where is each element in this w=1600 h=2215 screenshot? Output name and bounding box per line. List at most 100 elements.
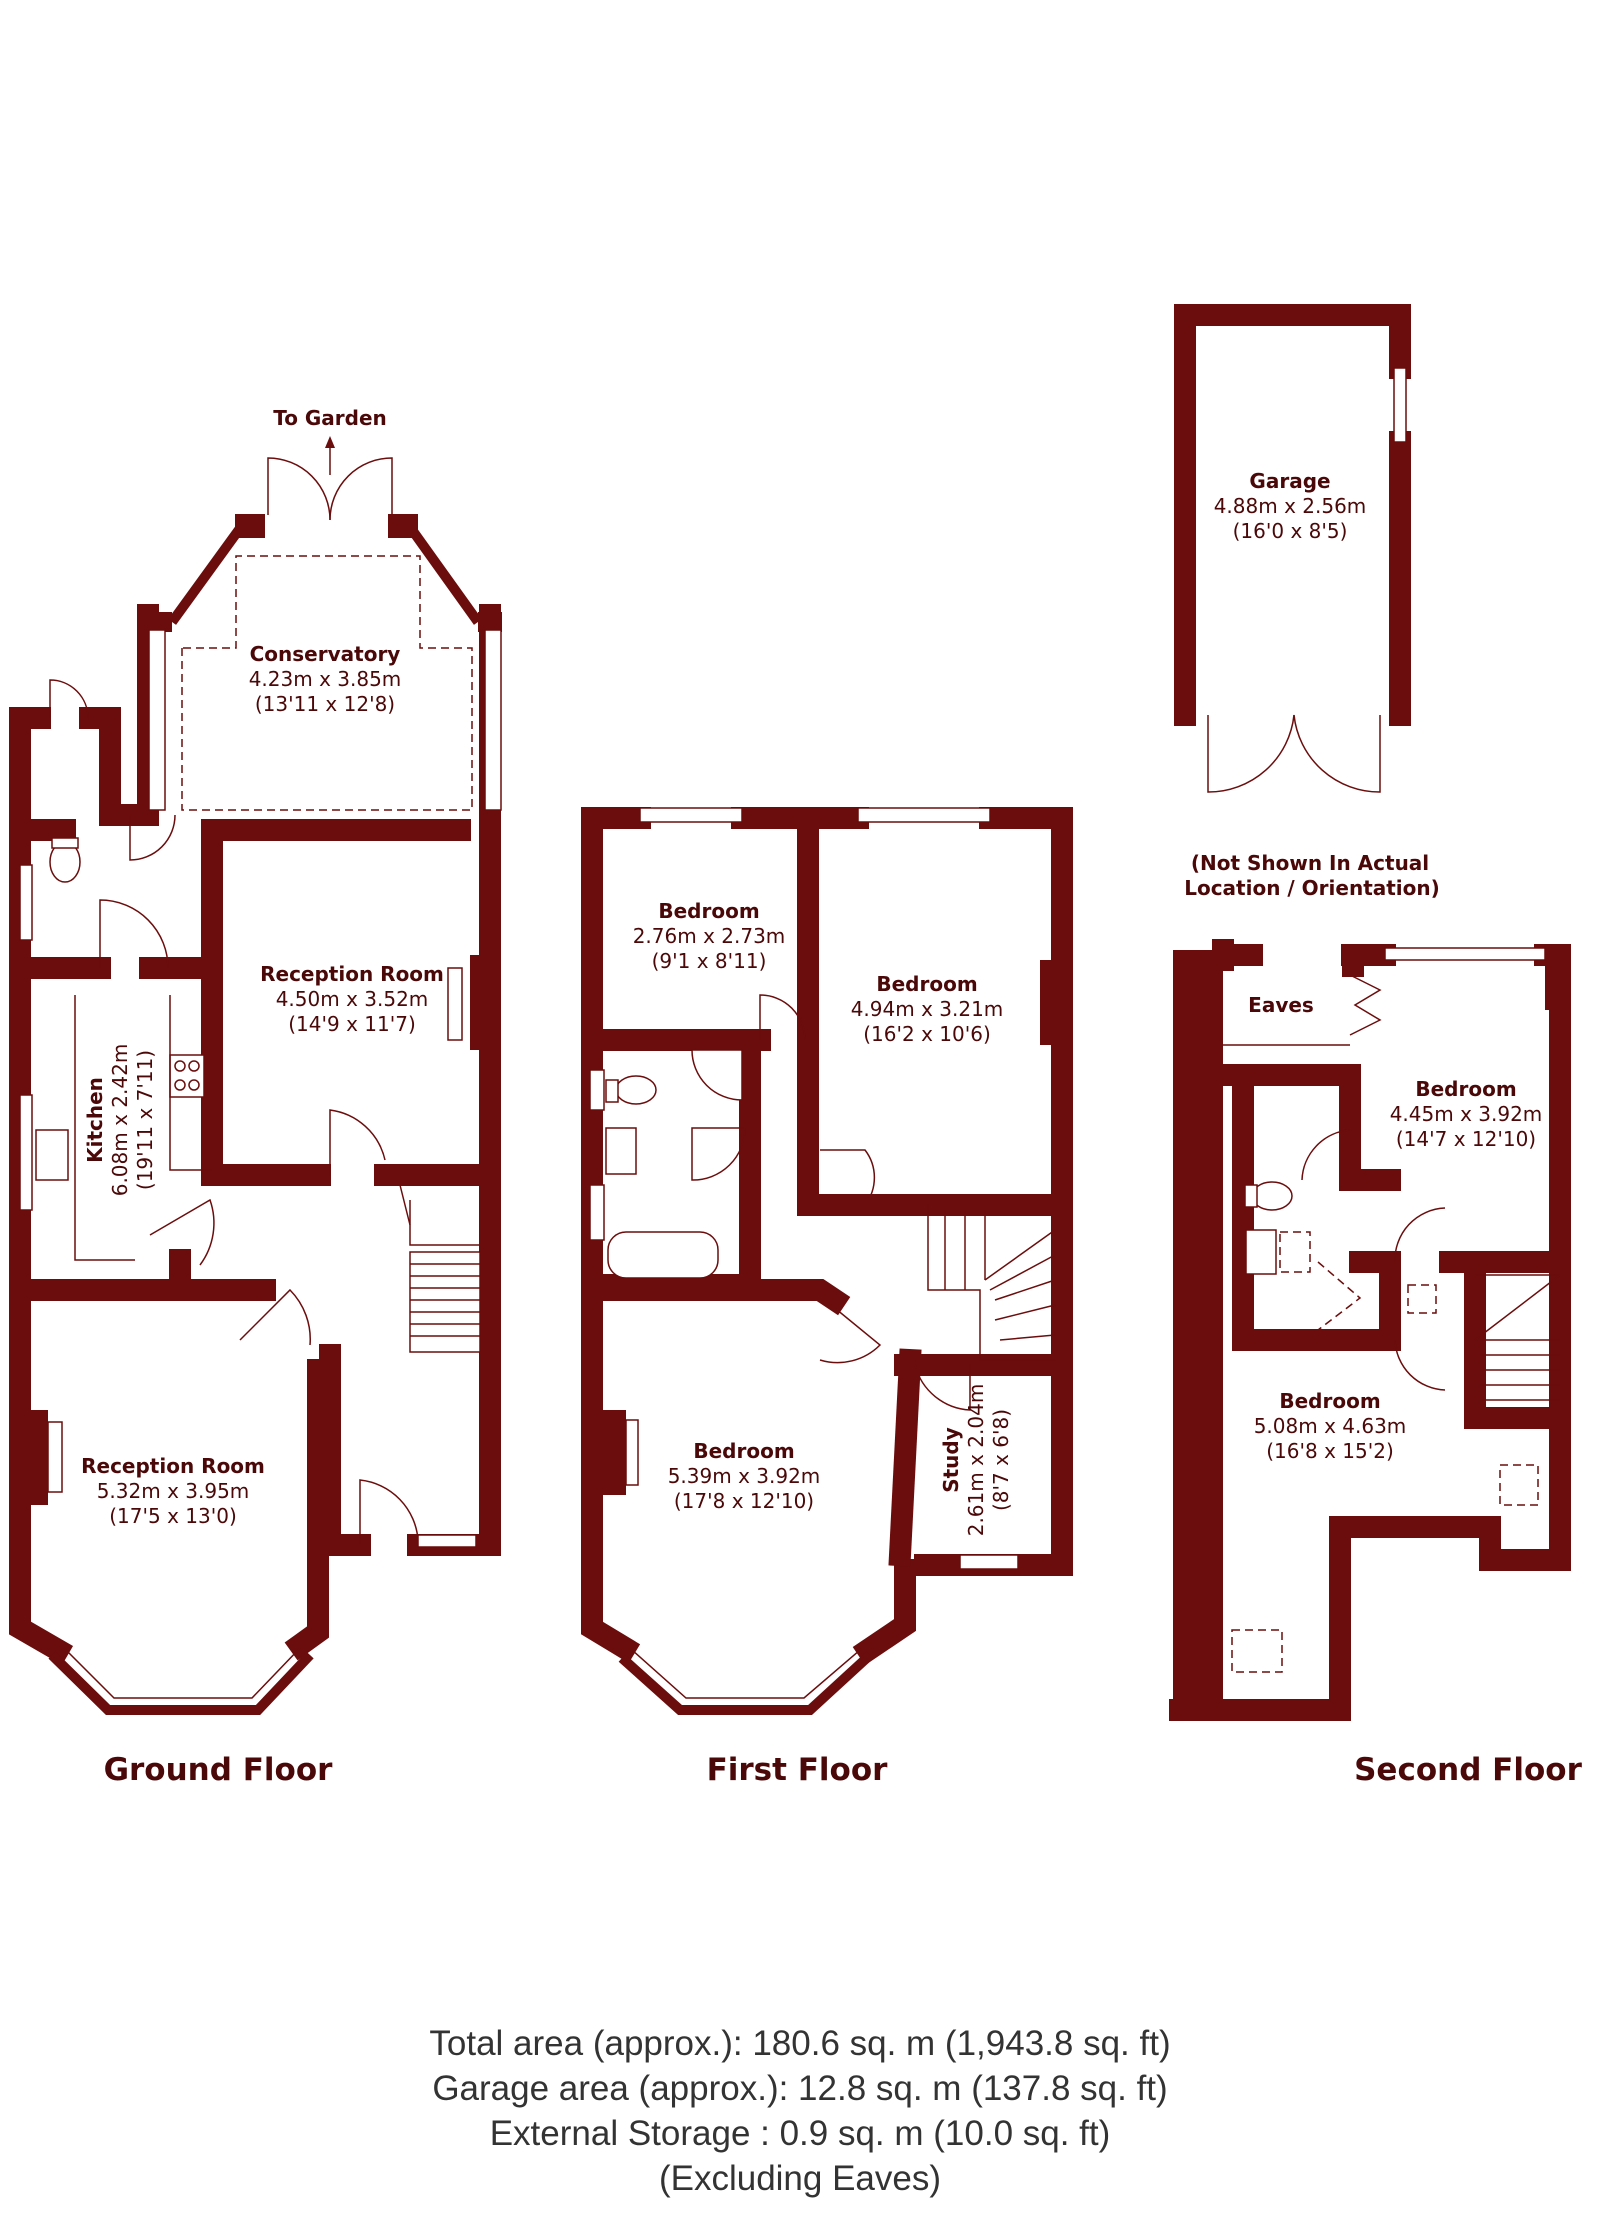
bedroom-rear-right-door (820, 1149, 876, 1206)
first-floor-plan (581, 807, 1073, 1715)
second-ensuite-left (1232, 1064, 1401, 1351)
room-imperial: (16'8 x 15'2) (1266, 1439, 1394, 1463)
first-chimney-front (600, 1410, 626, 1495)
kitchen-window (19, 1094, 33, 1211)
ground-front-bay-wall (284, 1359, 329, 1661)
hob-ring (188, 1079, 200, 1091)
room-metric: 4.23m x 3.85m (249, 667, 402, 691)
room-imperial: (14'7 x 12'10) (1396, 1127, 1536, 1151)
room-metric: 4.45m x 3.92m (1390, 1102, 1543, 1126)
kitchen-sink (35, 1129, 69, 1181)
ground-bay-window (48, 1651, 314, 1715)
reception-front-door (239, 1288, 311, 1346)
kitchen-window-top (19, 864, 33, 941)
ground-hall-wall (319, 1344, 371, 1556)
under-stairs-cupboard (409, 1200, 480, 1246)
room-imperial: (19'11 x 7'11) (133, 1050, 157, 1190)
first-toilet-cistern (605, 1079, 619, 1103)
bath-window (589, 1069, 605, 1111)
area-summary: Total area (approx.): 180.6 sq. m (1,943… (429, 2024, 1170, 2198)
conservatory-door-post-left (235, 514, 265, 538)
room-name: Bedroom (658, 899, 759, 923)
garage-label: Garage 4.88m x 2.56m (16'0 x 8'5) (1214, 469, 1367, 543)
landing-skylight (1407, 1284, 1437, 1314)
kitchen-label: Kitchen 6.08m x 2.42m (19'11 x 7'11) (83, 1044, 157, 1197)
first-floor-title: First Floor (707, 1752, 889, 1788)
to-garden-label: To Garden (273, 406, 387, 430)
room-imperial: (16'0 x 8'5) (1233, 519, 1348, 543)
first-basin (605, 1127, 637, 1175)
second-toilet-cistern (1244, 1184, 1258, 1208)
room-name: Reception Room (81, 1454, 265, 1478)
second-toilet (1251, 1181, 1293, 1211)
room-metric: 5.39m x 3.92m (668, 1464, 821, 1488)
room-metric: 2.76m x 2.73m (633, 924, 786, 948)
first-toilet (615, 1075, 657, 1105)
ground-bay-window-inner (63, 1647, 301, 1699)
ground-west-wall (9, 707, 74, 1666)
second-rear-window (1384, 947, 1546, 961)
conservatory-window-right (484, 629, 502, 811)
room-metric: 2.61m x 2.04m (964, 1384, 988, 1537)
first-stair-treads (944, 1210, 1056, 1341)
bedroom-ff-front-label: Bedroom 5.39m x 3.92m (17'8 x 12'10) (668, 1439, 821, 1513)
hob-ring (174, 1079, 186, 1091)
second-stairs (1474, 1274, 1561, 1401)
bedroom-ff-rear-left-label: Bedroom 2.76m x 2.73m (9'1 x 8'11) (633, 899, 786, 973)
bedroom-skylight-lower (1231, 1629, 1283, 1673)
bathroom-door (691, 1127, 746, 1181)
note-line: (Not Shown In Actual (1191, 851, 1429, 875)
front-fireplace-hearth (47, 1421, 63, 1493)
ground-floor-title: Ground Floor (104, 1752, 334, 1788)
bedroom-front-door (819, 1299, 882, 1364)
room-metric: 5.08m x 4.63m (1254, 1414, 1407, 1438)
to-garden-arrowhead (325, 436, 335, 448)
conservatory-dashed-outline (181, 555, 473, 811)
first-fireplace-hearth (625, 1419, 639, 1486)
bedroom-front-wall-top (589, 1279, 851, 1316)
room-name: Reception Room (260, 962, 444, 986)
hob (169, 1054, 205, 1098)
bedroom-front-door (1394, 1339, 1446, 1391)
bath-window-lower (589, 1184, 605, 1241)
room-name: Bedroom (1279, 1389, 1380, 1413)
ground-east-wall (407, 604, 501, 1556)
second-rear-pier (1545, 955, 1569, 1010)
ground-wc-cistern (51, 837, 79, 849)
second-shower (1317, 1261, 1362, 1331)
total-area: Total area (approx.): 180.6 sq. m (1,943… (429, 2024, 1170, 2063)
kitchen-worktop (74, 995, 135, 1261)
study-door (914, 1364, 971, 1411)
garage-side-window (1393, 367, 1407, 443)
ground-floor-plan (9, 436, 502, 1715)
second-vanity (1279, 1231, 1311, 1273)
garden-door-left (267, 457, 331, 521)
room-name: Conservatory (250, 642, 401, 666)
ground-stairs (409, 1251, 481, 1353)
not-shown-note: (Not Shown In Actual Location / Orientat… (1184, 851, 1440, 900)
ensuite-door (1301, 1129, 1351, 1181)
room-metric: 4.88m x 2.56m (1214, 494, 1367, 518)
conservatory-corner-left (148, 612, 172, 632)
room-metric: 5.32m x 3.95m (97, 1479, 250, 1503)
wc-door (99, 899, 169, 969)
room-imperial: (13'11 x 12'8) (255, 692, 395, 716)
room-metric: 4.94m x 3.21m (851, 997, 1004, 1021)
first-chimney-rear (1040, 960, 1060, 1045)
external-storage: External Storage : 0.9 sq. m (10.0 sq. f… (490, 2114, 1111, 2153)
second-floor-plan (1169, 939, 1571, 1721)
first-stairs-outline (927, 1205, 1055, 1361)
kitchen-worktop-right (169, 995, 212, 1171)
first-rear-window-right (857, 807, 991, 823)
first-rear-window-left (639, 807, 743, 823)
room-imperial: (14'9 x 11'7) (288, 1012, 416, 1036)
second-south-wall (1169, 1419, 1571, 1721)
front-door (359, 1479, 419, 1545)
first-bay-window (618, 1651, 874, 1715)
ground-stair-treads (410, 1263, 480, 1337)
bedroom-rear-right-wall (797, 817, 1066, 1216)
bedroom-rear-left-door (759, 994, 806, 1041)
garden-door-right (329, 457, 393, 521)
chimney-breast-rear (470, 955, 488, 1050)
